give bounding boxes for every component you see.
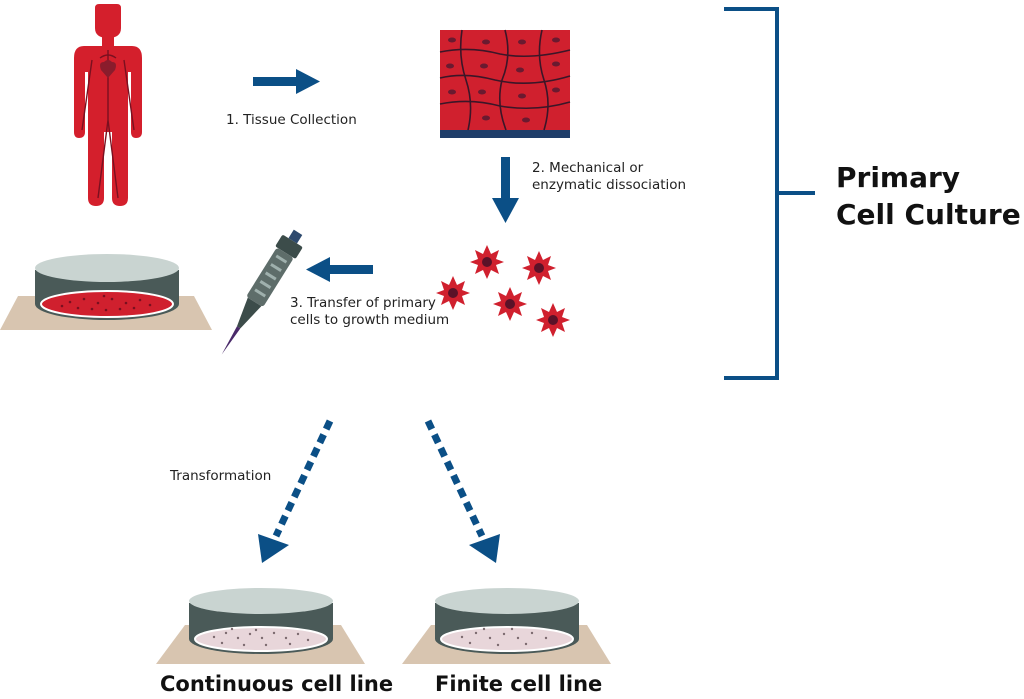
bracket-title-line1: Primary — [836, 161, 961, 194]
human-figure-icon — [74, 4, 142, 206]
culture-dish-icon — [0, 254, 212, 330]
step3-label-line1: 3. Transfer of primary — [290, 295, 436, 311]
culture-dish-icon — [156, 588, 365, 664]
step3-label-line2: cells to growth medium — [290, 312, 450, 328]
continuous-cell-line-label: Continuous cell line — [160, 672, 394, 696]
finite-cell-line-label: Finite cell line — [435, 672, 603, 696]
primary-culture-bracket — [724, 7, 815, 380]
arrow-to-continuous — [258, 419, 334, 563]
cell-icon — [522, 251, 556, 285]
pipette-icon — [221, 229, 303, 355]
arrow-transfer — [306, 257, 373, 282]
arrow-dissociation — [492, 157, 519, 223]
bracket-title-line2: Cell Culture — [836, 198, 1021, 231]
cell-icon — [493, 287, 527, 321]
step1-label: 1. Tissue Collection — [226, 112, 357, 128]
dissociated-cells — [436, 245, 570, 337]
culture-dish-icon — [402, 588, 611, 664]
arrow-tissue-collection — [253, 69, 320, 94]
cell-icon — [436, 276, 470, 310]
tissue-block-icon — [439, 29, 571, 138]
arrow-to-finite — [424, 419, 500, 563]
cell-icon — [470, 245, 504, 279]
step2-label-line1: 2. Mechanical or — [532, 160, 644, 176]
step2-label-line2: enzymatic dissociation — [532, 177, 687, 193]
transformation-label: Transformation — [170, 468, 272, 484]
cell-icon — [536, 303, 570, 337]
